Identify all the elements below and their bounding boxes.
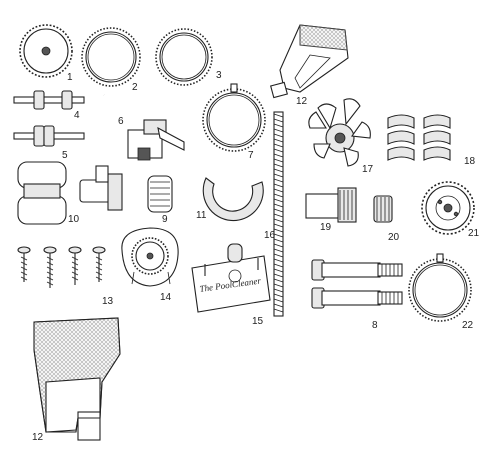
callout-22: 22 xyxy=(462,320,474,331)
callout-10: 10 xyxy=(68,214,80,225)
part-22-track-ring xyxy=(408,253,472,322)
part-12-bag-small xyxy=(270,24,349,99)
callout-1: 1 xyxy=(67,72,73,83)
part-9-hose-fitting xyxy=(79,165,173,213)
callout-19: 19 xyxy=(320,222,332,233)
part-6-gearbox-shaft xyxy=(103,93,185,161)
callout-11: 11 xyxy=(196,210,207,221)
part-12-bag-large xyxy=(33,317,121,441)
part-15-cover-plate: The PoolCleaner xyxy=(191,243,271,313)
callout-2: 2 xyxy=(132,82,138,93)
callout-13: 13 xyxy=(102,296,114,307)
callout-6: 6 xyxy=(118,116,124,127)
callout-14: 14 xyxy=(160,292,172,303)
callout-3: 3 xyxy=(216,70,222,81)
part-10-bumper xyxy=(17,161,67,225)
callout-7: 7 xyxy=(248,150,254,161)
part-11-c-ring xyxy=(202,177,264,222)
part-5-axle-spool xyxy=(13,125,85,147)
part-14-gear-housing xyxy=(121,227,179,287)
part-21-drive-gear xyxy=(421,181,475,235)
callout-12-bottom: 12 xyxy=(32,432,44,443)
part-2-track-ring xyxy=(81,27,141,87)
callout-12-top: 12 xyxy=(296,96,308,107)
part-13-screws xyxy=(17,246,106,288)
callout-15: 15 xyxy=(252,316,264,327)
part-7-track-ring xyxy=(202,83,266,152)
part-4-axle-spool xyxy=(13,90,85,110)
callout-5: 5 xyxy=(62,150,68,161)
part-19-bushing xyxy=(305,187,357,223)
part-8-axle-bolts xyxy=(311,259,403,309)
callout-labels: 1 2 3 4 5 6 7 8 9 10 11 12 12 13 14 15 1… xyxy=(32,70,480,443)
callout-17: 17 xyxy=(362,164,374,175)
callout-9: 9 xyxy=(162,214,168,225)
callout-4: 4 xyxy=(74,110,80,121)
part-16-spiral-axle xyxy=(273,111,284,317)
callout-21: 21 xyxy=(468,228,480,239)
part-18-brush-segments xyxy=(387,114,451,161)
part-17-turbine xyxy=(308,98,371,167)
callout-8: 8 xyxy=(372,320,378,331)
callout-18: 18 xyxy=(464,156,476,167)
part-1-small-gear xyxy=(19,24,73,78)
part-3-track-ring xyxy=(155,28,213,86)
part-20-gear-cylinder xyxy=(373,195,393,223)
callout-16: 16 xyxy=(264,230,276,241)
callout-20: 20 xyxy=(388,232,400,243)
